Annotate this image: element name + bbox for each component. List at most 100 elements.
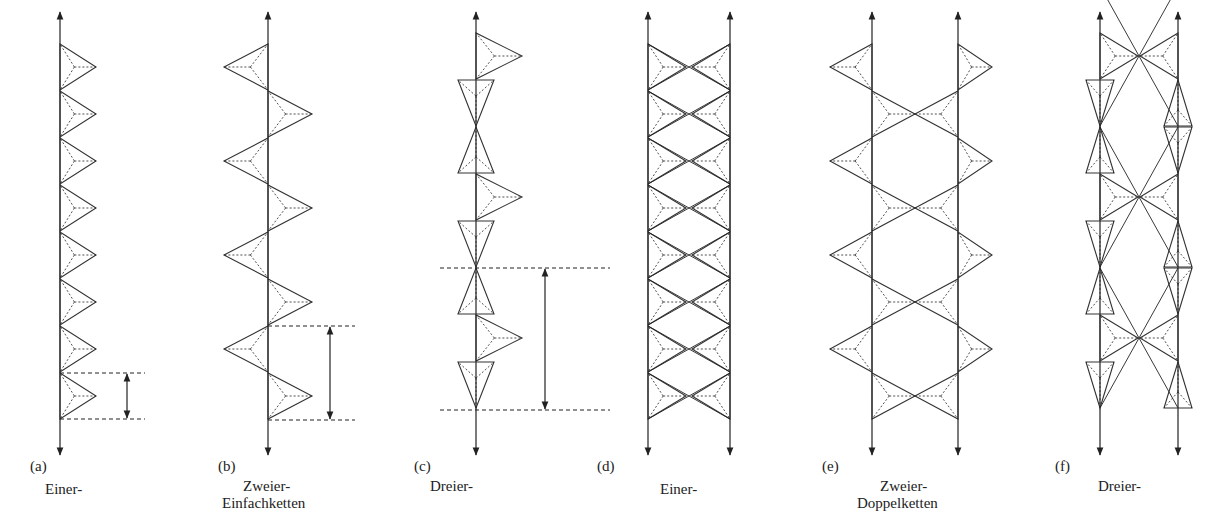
tetrahedron-edge: [1163, 33, 1178, 56]
tetrahedron-edge: [1178, 221, 1179, 251]
tetrahedron-edge: [648, 326, 663, 349]
tetrahedron: [648, 373, 686, 419]
tetrahedron-edge: [692, 67, 715, 68]
tetrahedron-edge: [286, 114, 312, 115]
tetrahedron-edge: [958, 232, 972, 255]
tetrahedron-edge: [494, 56, 522, 57]
tetrahedron-edge: [972, 349, 992, 350]
tetrahedron-edge: [1178, 80, 1179, 110]
tetrahedron-edge: [268, 91, 286, 114]
tetrahedron-edge: [74, 67, 96, 68]
tetrahedron-edge: [74, 255, 96, 256]
tetrahedron-edge: [60, 349, 74, 372]
tetrahedron-edge: [715, 279, 730, 302]
tetrahedron-edge: [830, 255, 855, 256]
tetrahedron-edge: [1100, 237, 1101, 267]
tetrahedron-edge: [60, 161, 74, 184]
tetrahedron-edge: [60, 279, 74, 302]
tetrahedron-edge: [1140, 197, 1163, 198]
cross-link: [648, 373, 730, 419]
tetrahedron-edge: [715, 255, 730, 278]
tetrahedron-edge: [1178, 143, 1179, 173]
tetrahedron-edge: [715, 91, 730, 114]
tetrahedron-edge: [250, 67, 268, 90]
tetrahedron: [958, 44, 992, 90]
tetrahedron-edge: [476, 80, 494, 96]
tetrahedron-edge: [941, 302, 958, 325]
tetrahedron: [692, 326, 730, 372]
tetrahedron-edge: [715, 208, 730, 231]
tetrahedron-edge: [268, 302, 286, 325]
tetrahedron-edge: [872, 208, 889, 231]
tetrahedron: [692, 91, 730, 137]
tetrahedron: [60, 44, 96, 90]
chain-type: Zweier-: [880, 478, 927, 495]
part-letter: (e): [822, 458, 839, 475]
tetrahedron-edge: [458, 221, 476, 237]
tetrahedron-edge: [1100, 80, 1114, 96]
tetrahedron: [60, 91, 96, 137]
tetrahedron: [458, 362, 494, 408]
tetrahedron-edge: [1100, 298, 1114, 314]
part-letter: (c): [414, 458, 431, 475]
tetrahedron: [1086, 221, 1114, 267]
tetrahedron: [830, 232, 872, 278]
tetrahedron-edge: [60, 373, 74, 396]
tetrahedron: [915, 279, 958, 325]
tetrahedron-edge: [648, 67, 663, 90]
cross-link: [648, 326, 730, 372]
tetrahedron-edge: [1164, 127, 1178, 143]
cross-link: [648, 44, 730, 90]
tetrahedron-edge: [1178, 392, 1192, 408]
tetrahedron-edge: [476, 315, 494, 338]
tetrahedron-edge: [855, 138, 872, 161]
tetrahedron-edge: [1115, 56, 1138, 57]
tetrahedron-edge: [476, 174, 494, 197]
tetrahedron-edge: [250, 161, 268, 184]
tetrahedron-edge: [286, 396, 312, 397]
tetrahedron-edge: [74, 349, 96, 350]
tetrahedron-edge: [941, 279, 958, 302]
tetrahedron: [60, 138, 96, 184]
tetrahedron: [224, 326, 268, 372]
tetrahedron-edge: [972, 161, 992, 162]
tetrahedron-edge: [458, 362, 476, 378]
tetrahedron-edge: [1100, 56, 1115, 79]
tetrahedron-edge: [915, 302, 941, 303]
tetrahedron-edge: [889, 114, 915, 115]
tetrahedron: [458, 80, 494, 126]
tetrahedron-edge: [958, 349, 972, 372]
tetrahedron-edge: [972, 255, 992, 256]
tetrahedron-edge: [692, 208, 715, 209]
tetrahedron: [692, 44, 730, 90]
tetrahedron-edge: [941, 396, 958, 419]
tetrahedron: [648, 232, 686, 278]
tetrahedron-edge: [715, 138, 730, 161]
tetrahedron-edge: [1164, 268, 1178, 284]
tetrahedron-edge: [224, 67, 250, 68]
tetrahedron-edge: [648, 185, 663, 208]
tetrahedron-edge: [476, 33, 494, 56]
tetrahedron-edge: [648, 255, 663, 278]
tetrahedron: [648, 44, 686, 90]
tetrahedron-edge: [60, 396, 74, 419]
tetrahedron-edge: [1178, 362, 1179, 392]
tetrahedron-edge: [476, 268, 477, 298]
tetrahedron: [692, 373, 730, 419]
repeat-dashed-line: [60, 419, 145, 420]
tetrahedron-edge: [476, 362, 494, 378]
tetrahedron: [60, 232, 96, 278]
tetrahedron-edge: [1086, 362, 1100, 378]
tetrahedron-edge: [224, 255, 250, 256]
cross-link: [648, 373, 730, 419]
tetrahedron: [60, 185, 96, 231]
tetrahedron-edge: [250, 44, 268, 67]
tetrahedron-edge: [830, 349, 855, 350]
tetrahedron-edge: [872, 279, 889, 302]
repeat-dashed-line: [268, 326, 355, 327]
part-letter: (f): [1055, 458, 1070, 475]
tetrahedron: [830, 44, 872, 90]
repeat-dashed-line: [268, 420, 355, 421]
cross-link: [648, 138, 730, 184]
tetrahedron-edge: [60, 232, 74, 255]
